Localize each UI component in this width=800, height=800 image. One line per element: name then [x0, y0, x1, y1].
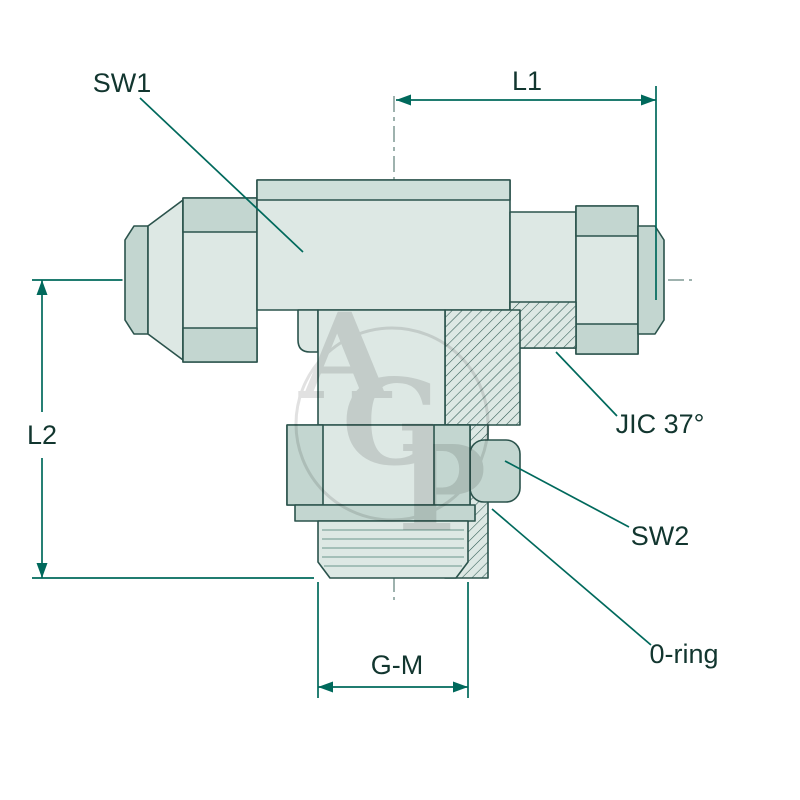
gm-arrowhead-right: [453, 681, 468, 693]
dimension-l1: [396, 86, 657, 300]
dimension-gm: [317, 582, 469, 698]
watermark-letter-g: G: [342, 353, 443, 492]
label-l2: L2: [27, 420, 57, 450]
dimensions: [32, 86, 657, 698]
leader-sw2: [504, 460, 630, 528]
left-port-cone: [147, 199, 184, 361]
body-top-band: [256, 179, 511, 201]
label-l1: L1: [512, 66, 542, 96]
threaded-stud: [317, 520, 469, 579]
leader-sw1: [139, 97, 304, 253]
body-block: [256, 179, 511, 311]
thread-lines: [322, 529, 464, 567]
label-sw2: SW2: [631, 521, 690, 551]
label-sw1: SW1: [93, 68, 152, 98]
right-hex-facet-bottom: [575, 323, 639, 355]
left-hex-facet-bottom: [182, 327, 258, 363]
l2-arrowhead-top: [36, 280, 48, 295]
left-port-tip: [124, 225, 149, 335]
label-oring: 0-ring: [649, 639, 718, 669]
l1-arrowhead-right: [641, 94, 656, 106]
right-port-tip: [637, 225, 665, 335]
branch-fillet: [297, 309, 319, 353]
gm-arrowhead-left: [318, 681, 333, 693]
right-hex-facet-top: [575, 205, 639, 237]
l1-arrowhead-left: [396, 94, 411, 106]
fitting-drawing: [124, 179, 665, 579]
labels: SW1 L1 L2 JIC 37° SW2 0-ring G-M: [27, 66, 719, 680]
watermark-letter-p: P: [398, 419, 487, 558]
leader-oring: [491, 508, 652, 646]
l2-arrowhead-bottom: [36, 563, 48, 578]
watermark: A G P: [294, 287, 490, 558]
label-gm: G-M: [371, 650, 423, 680]
watermark-circle: [294, 326, 490, 522]
watermark-letter-a: A: [298, 287, 392, 426]
dimension-l2: [32, 279, 314, 579]
left-hex-facet-top: [182, 197, 258, 233]
leader-jic: [555, 351, 618, 417]
label-jic: JIC 37°: [616, 409, 705, 439]
